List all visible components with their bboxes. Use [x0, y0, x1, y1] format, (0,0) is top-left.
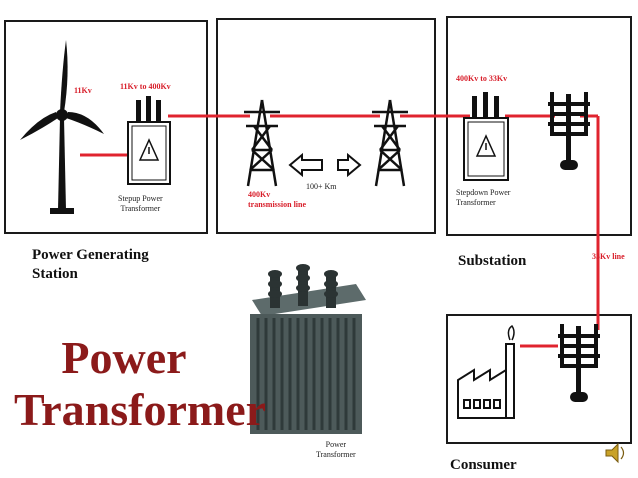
wind-turbine-icon [20, 40, 104, 214]
stepdown-transformer-caption: Stepdown Power Transformer [456, 188, 511, 207]
power-transformer-caption: Power Transformer [316, 440, 356, 459]
substation-pole-icon [548, 92, 590, 170]
speaker-icon [605, 442, 625, 464]
line-33kv-label: 33Kv line [592, 252, 625, 261]
arrow-right-icon [337, 152, 362, 178]
page-title: Power Transformer [14, 332, 267, 435]
arrow-left-icon [288, 152, 323, 178]
stepdown-transformer-icon [463, 92, 509, 181]
factory-icon [457, 324, 515, 419]
distance-label: 100+ Km [306, 182, 337, 191]
power-lines [80, 114, 600, 348]
consumer-label: Consumer [450, 457, 517, 473]
substation-label: Substation [458, 253, 527, 269]
consumer-pole-icon [558, 324, 600, 402]
power-generating-station-label: Power Generating Station [32, 247, 149, 282]
stepup-transformer-caption: Stepup Power Transformer [118, 194, 163, 213]
transmission-tower-left-icon [244, 99, 280, 187]
voltage-stepup-label: 11Kv to 400Kv [120, 82, 171, 91]
transmission-tower-right-icon [372, 99, 408, 187]
voltage-wind-label: 11Kv [74, 86, 92, 95]
voltage-stepdown-label: 400Kv to 33Kv [456, 74, 508, 83]
transmission-line-label: 400Kv transmission line [248, 190, 307, 209]
stepup-transformer-icon [127, 96, 171, 185]
power-transformer-illustration [250, 264, 366, 434]
